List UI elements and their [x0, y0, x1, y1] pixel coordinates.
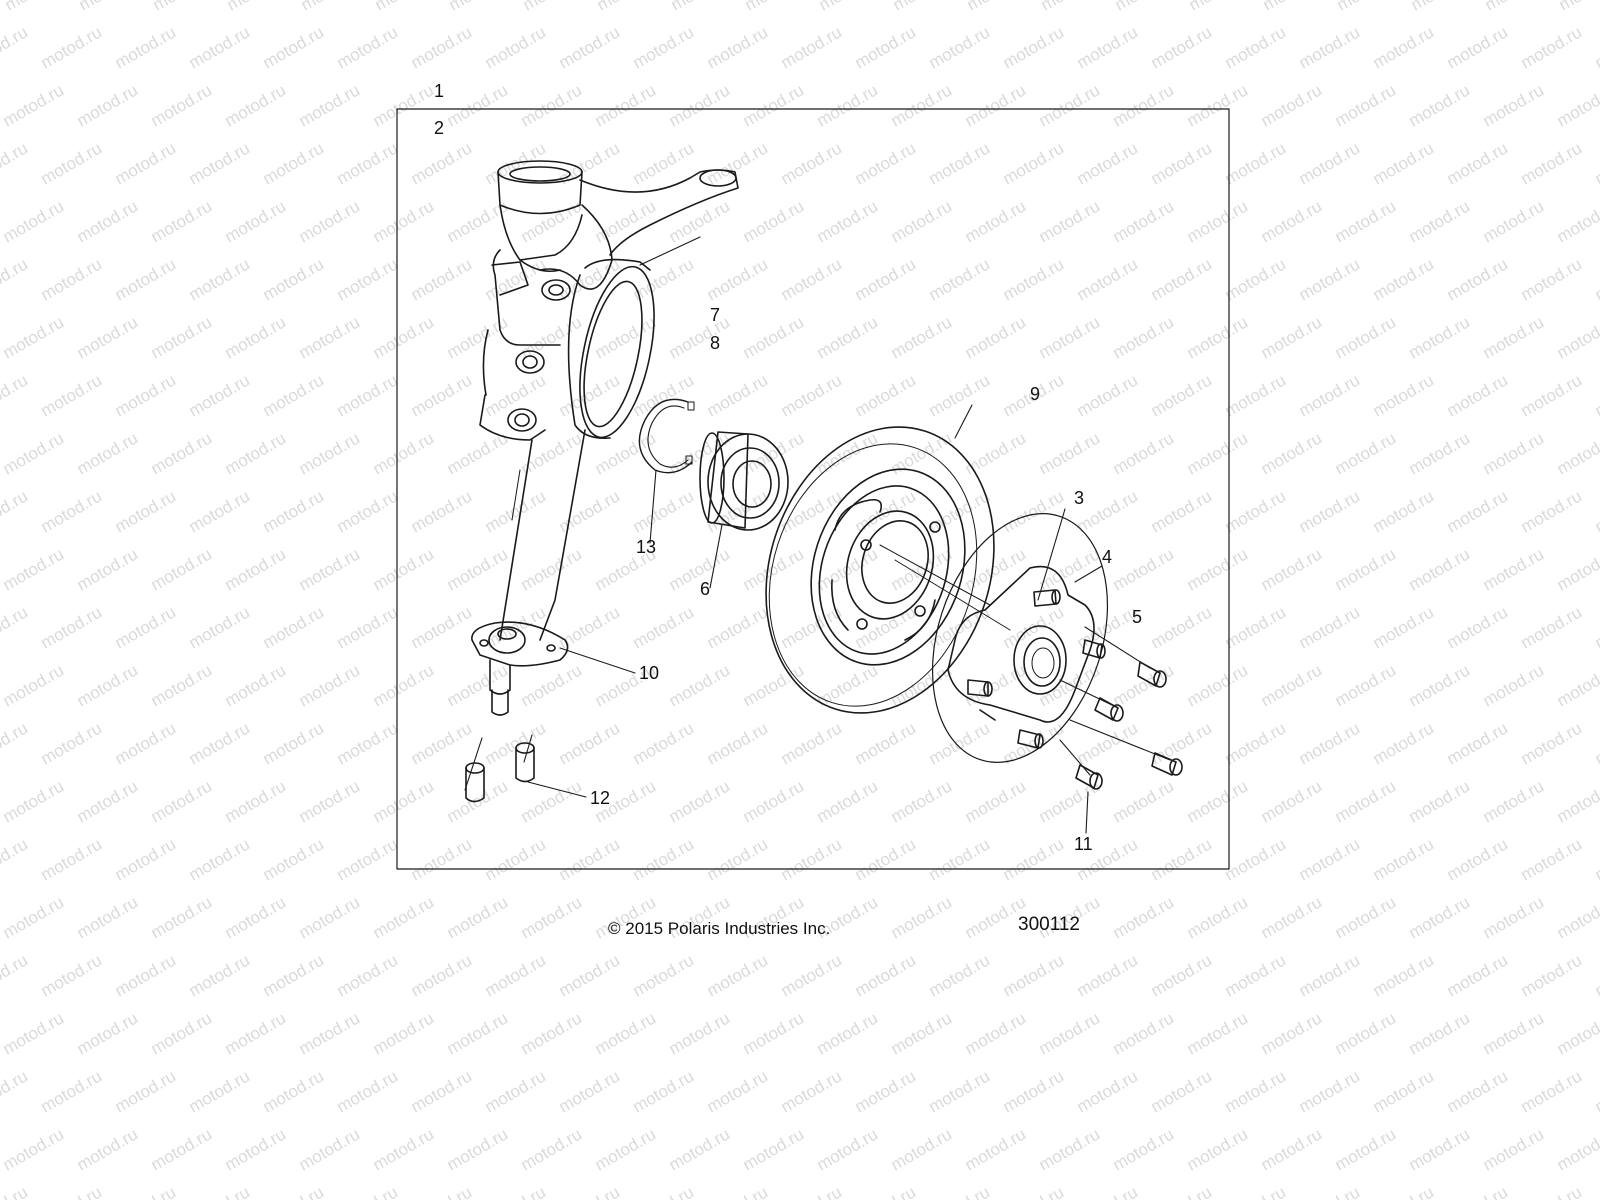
callout-4: 4	[1102, 547, 1113, 567]
callout-12: 12	[590, 788, 611, 808]
copyright-notice: © 2015 Polaris Industries Inc.	[608, 919, 831, 938]
assembly-axis-lines	[879, 544, 1011, 631]
ball-joint	[471, 621, 569, 716]
wheel-bearing	[699, 431, 789, 531]
wheel-studs	[967, 589, 1106, 749]
wheel-hub	[931, 513, 1109, 763]
ball-joint-bolts	[464, 734, 535, 803]
callout-6: 6	[700, 579, 711, 599]
retaining-ring	[638, 398, 695, 474]
diagram-frame	[396, 108, 1230, 870]
callout-7: 7	[710, 305, 721, 325]
callout-8: 8	[710, 333, 721, 353]
figure-number: 300112	[1018, 914, 1080, 935]
hub-screws	[1059, 626, 1183, 790]
callout-3: 3	[1074, 488, 1085, 508]
callout-10: 10	[639, 663, 660, 683]
leader-lines	[527, 236, 1103, 834]
callout-13: 13	[636, 537, 657, 557]
steering-knuckle	[479, 160, 739, 641]
callout-11: 11	[1074, 834, 1093, 854]
callout-9: 9	[1030, 384, 1041, 404]
callout-5: 5	[1132, 607, 1143, 627]
callout-1: 1	[434, 81, 445, 101]
callout-2: 2	[434, 118, 445, 138]
